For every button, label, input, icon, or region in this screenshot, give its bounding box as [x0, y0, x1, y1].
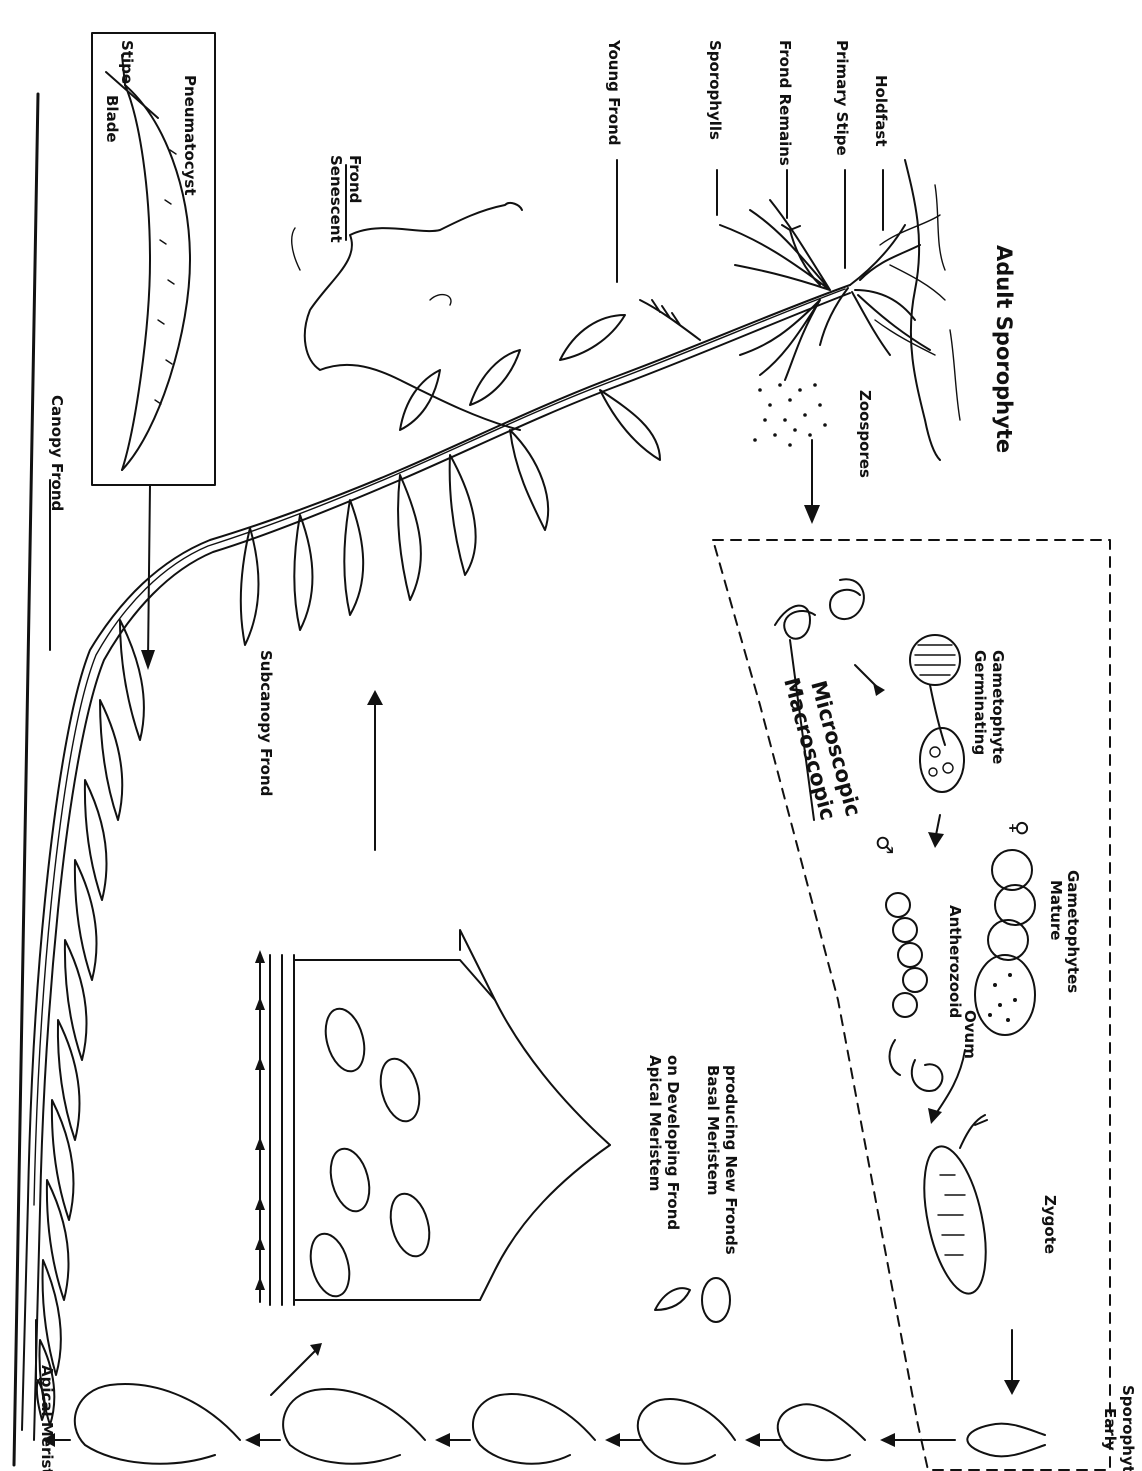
label-antherozooid: Antherozooid: [946, 905, 964, 1018]
label-adult-sporophyte: Adult Sporophyte: [992, 245, 1016, 453]
label-early: Early: [1101, 1408, 1119, 1451]
zoospores-cluster: [753, 383, 827, 524]
label-sporophyte: Sporophyte: [1119, 1385, 1137, 1471]
label-holdfast: Holdfast: [872, 75, 890, 146]
label-senescent-frond-2: Frond: [346, 155, 364, 203]
legend-apical-meristem-1: Apical Meristem: [646, 1055, 664, 1191]
label-senescent-frond-1: Senescent: [327, 155, 345, 243]
label-mature: Mature: [1047, 880, 1065, 940]
label-pneumatocyst: Pneumatocyst: [181, 75, 199, 196]
label-apical-meristem: Apical Meristem: [38, 1365, 56, 1471]
meristem-legend-glyphs: [655, 1278, 730, 1322]
label-stipe: Stipe: [118, 40, 136, 84]
frond-branching-schematic: [255, 930, 610, 1305]
label-zoospores: Zoospores: [856, 390, 874, 478]
label-young-frond: Young Frond: [605, 39, 623, 146]
male-symbol: ♂: [871, 835, 896, 855]
label-frond-remains: Frond Remains: [776, 40, 794, 166]
label-primary-stipe: Primary Stipe: [833, 40, 851, 156]
label-gametophytes: Gametophytes: [1064, 870, 1082, 993]
legend-apical-meristem-2: on Developing Frond: [664, 1055, 682, 1230]
label-blade: Blade: [103, 95, 121, 143]
label-subcanopy-frond: Subcanopy Frond: [257, 650, 275, 796]
female-symbol: ♀: [1006, 820, 1031, 836]
microscopic-stage-box: [713, 540, 1110, 1470]
leader-lines: [36, 160, 883, 1380]
development-arrows: [271, 690, 1020, 1395]
label-sporophylls: Sporophylls: [706, 40, 724, 140]
label-gametophyte: Gametophyte: [989, 650, 1007, 764]
label-canopy-frond: Canopy Frond: [48, 395, 66, 511]
legend-basal-meristem-2: producing New Fronds: [722, 1065, 740, 1255]
label-ovum: Ovum: [961, 1010, 979, 1059]
labels-layer: Apical Meristem Canopy Frond Blade Stipe…: [38, 39, 1137, 1471]
early-sporophyte-sequence: [42, 1384, 1045, 1464]
legend-basal-meristem-1: Basal Meristem: [704, 1065, 722, 1196]
label-germinating: Germinating: [971, 650, 989, 755]
label-zygote: Zygote: [1041, 1195, 1059, 1254]
